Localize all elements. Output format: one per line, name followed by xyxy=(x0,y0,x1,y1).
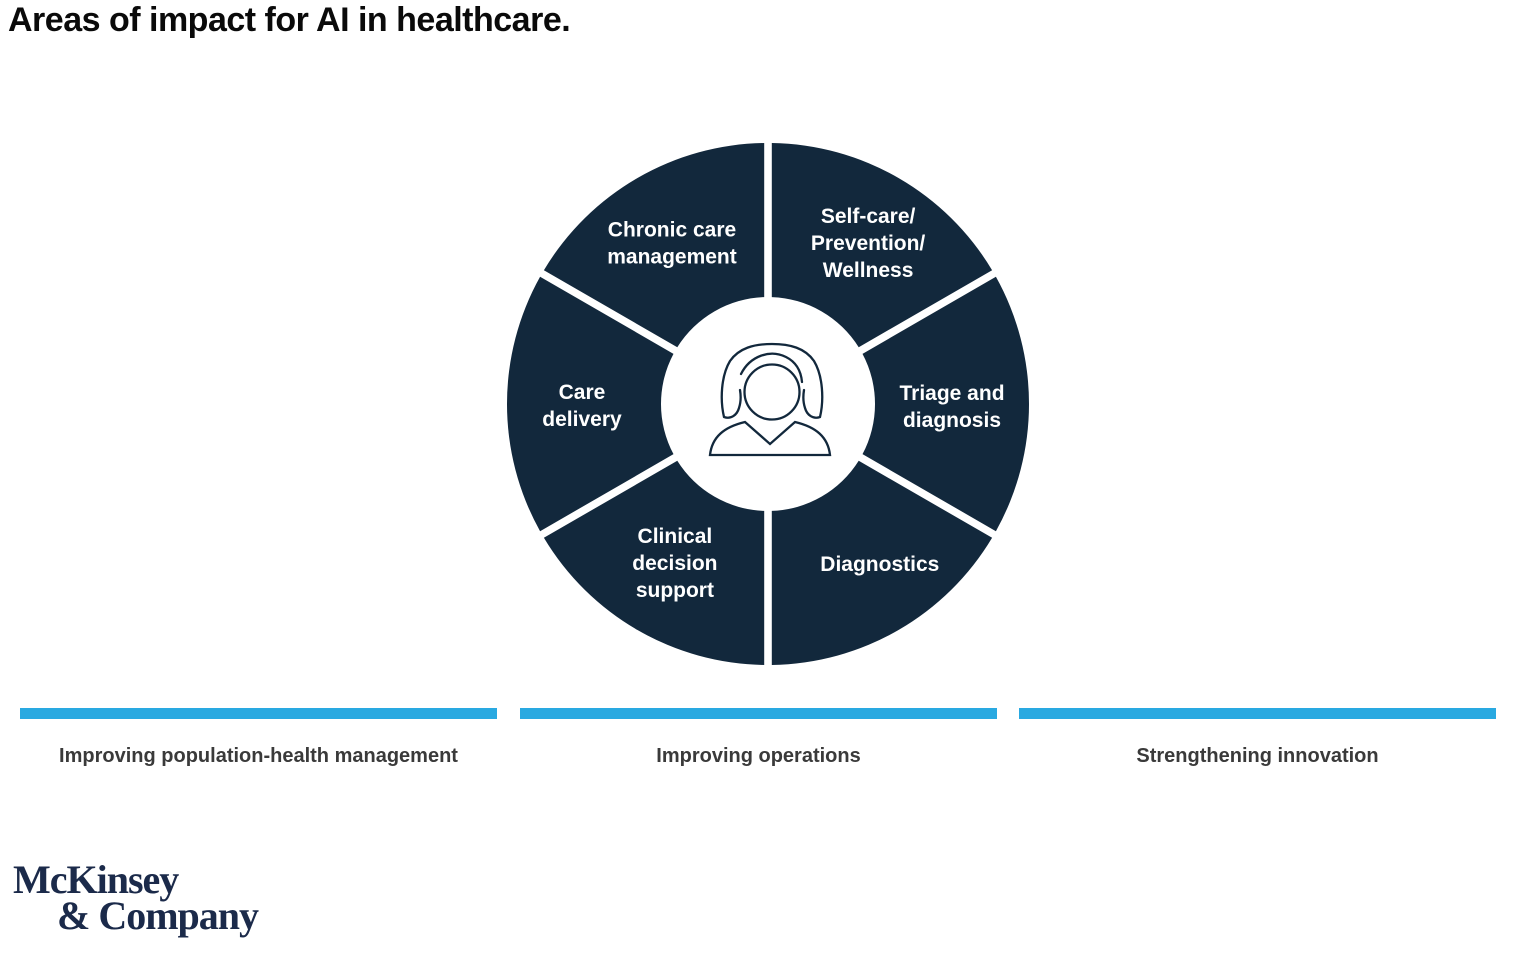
logo-line1: McKinsey xyxy=(13,857,179,902)
wheel-segment-clinical-decision-support xyxy=(543,460,765,665)
blue-bar xyxy=(20,708,497,719)
blue-bar xyxy=(520,708,997,719)
logo-line2: & Company xyxy=(57,893,259,938)
page-title: Areas of impact for AI in healthcare. xyxy=(8,1,571,39)
blue-bar xyxy=(1019,708,1496,719)
wheel-center-circle xyxy=(662,298,874,510)
wheel-segment-chronic-care-management xyxy=(543,143,765,348)
wheel-segment-care-delivery xyxy=(506,276,674,532)
impact-bar-label: Improving population-health management xyxy=(59,745,458,767)
icon-face xyxy=(743,363,801,421)
icon-hair xyxy=(720,342,824,419)
icon-shoulders xyxy=(708,420,832,457)
wheel-segments xyxy=(506,143,1030,665)
wheel-segment-self-care-prevention-wellness xyxy=(771,143,993,348)
wheel-segment-label: Self-care/Prevention/Wellness xyxy=(811,205,926,282)
wheel-segment-label: Diagnostics xyxy=(820,553,939,576)
impact-bar-innovation: Strengthening innovation xyxy=(1019,708,1496,768)
impact-bar-label: Improving operations xyxy=(656,745,861,767)
impact-bar-operations: Improving operations xyxy=(520,708,997,768)
woman-patient-icon xyxy=(708,342,832,457)
wheel-segment-diagnostics xyxy=(771,460,993,665)
wheel-segment-triage-and-diagnosis xyxy=(862,276,1030,532)
mckinsey-logo: McKinsey & Company xyxy=(13,857,259,938)
impact-bar-label: Strengthening innovation xyxy=(1136,745,1379,767)
impact-bar-population-health: Improving population-health management xyxy=(20,708,497,768)
